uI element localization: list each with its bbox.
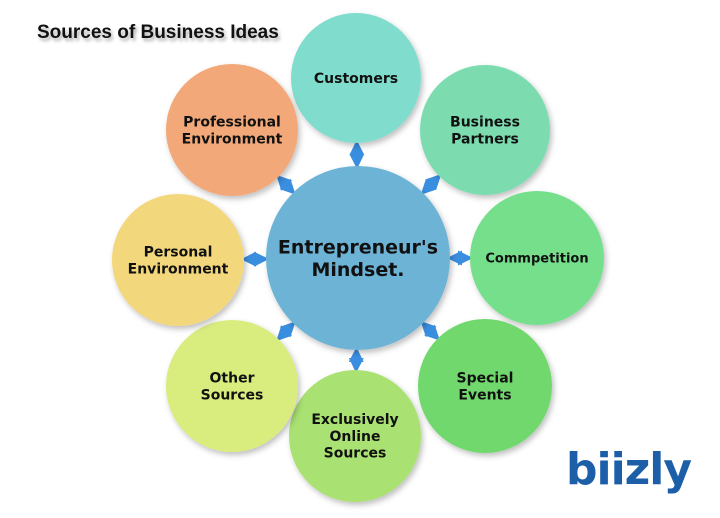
node-exclusively-online-sources-label: Sources — [324, 446, 387, 462]
node-personal-environment — [112, 194, 244, 326]
connector-arrow — [420, 174, 442, 195]
biizly-logo: biizly — [566, 444, 692, 495]
node-other-sources-label: Sources — [201, 387, 264, 403]
node-professional-environment — [166, 64, 298, 196]
logo-text: biizly — [566, 444, 692, 495]
node-special-events-label: Events — [458, 387, 511, 403]
center-node-label: Entrepreneur's — [278, 236, 438, 258]
node-professional-environment-label: Environment — [182, 131, 283, 147]
connector-arrow — [276, 174, 296, 195]
node-other-sources — [166, 320, 298, 452]
node-exclusively-online-sources-label: Online — [330, 429, 381, 445]
node-customers — [291, 13, 421, 143]
connector-arrow — [420, 321, 440, 341]
node-business-partners-label: Business — [450, 115, 520, 131]
node-personal-environment-label: Personal — [144, 245, 213, 261]
center-node — [266, 166, 450, 350]
connector-arrow — [276, 321, 296, 342]
node-commpetition — [470, 191, 604, 325]
node-exclusively-online-sources-label: Exclusively — [311, 412, 398, 428]
node-other-sources-label: Other — [210, 371, 255, 387]
diagram-title: Sources of Business Ideas — [37, 22, 279, 43]
node-personal-environment-label: Environment — [128, 261, 229, 277]
node-special-events — [418, 319, 552, 453]
node-professional-environment-label: Professional — [183, 115, 281, 131]
node-business-partners — [420, 65, 550, 195]
node-exclusively-online-sources — [289, 370, 421, 502]
node-special-events-label: Special — [457, 371, 514, 387]
node-commpetition-label: Commpetition — [485, 252, 588, 267]
center-node-label: Mindset. — [311, 259, 404, 281]
node-customers-label: Customers — [314, 71, 398, 87]
node-business-partners-label: Partners — [451, 131, 519, 147]
